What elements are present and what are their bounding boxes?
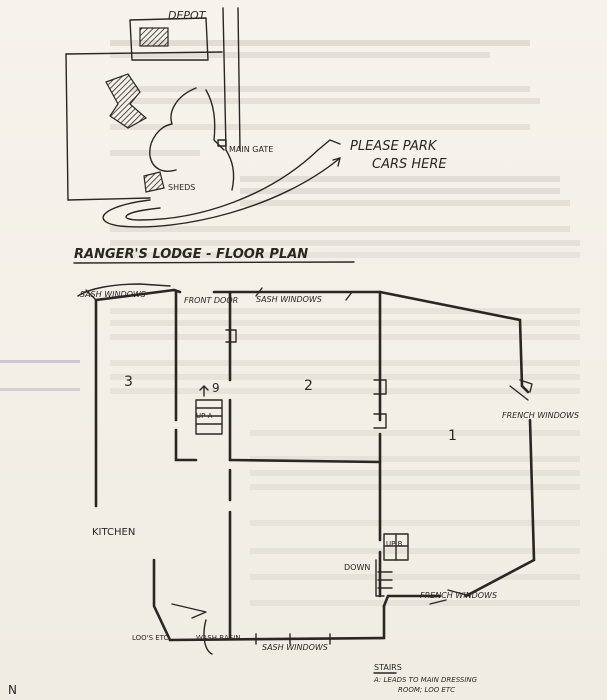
sash-windows-top-right-label: SASH WINDOWS xyxy=(256,295,322,304)
parking-arrowhead xyxy=(332,157,341,167)
parking-loop-inner xyxy=(125,149,319,221)
road-edge-left xyxy=(222,7,227,151)
front-door-label: FRONT DOOR xyxy=(184,296,238,305)
driveway-curve-inner xyxy=(205,89,225,151)
sash-windows-top-left-label: SASH WINDOWS xyxy=(80,290,146,299)
room-3-label: 3 xyxy=(124,374,133,390)
wall-east xyxy=(464,384,536,598)
bay-corner-mark xyxy=(519,379,533,393)
fireplace-1 xyxy=(373,379,387,395)
depot-outline xyxy=(129,17,209,61)
stair-a-label: UP A xyxy=(196,412,213,420)
sash-window-curve-left xyxy=(77,283,171,297)
depot-building xyxy=(139,27,169,47)
french-window-arrow-east xyxy=(509,385,529,401)
stairs-note-heading: STAIRS xyxy=(374,663,402,672)
loos-label: LOO'S ETC xyxy=(132,634,169,642)
interior-wall-5 xyxy=(228,458,382,464)
stair-b-outline xyxy=(383,533,409,561)
sash-window-ticks-bottom xyxy=(255,633,331,645)
stairs-note-line2: ROOM; LOO ETC xyxy=(398,686,455,694)
french-windows-right-label: FRENCH WINDOWS xyxy=(502,411,579,420)
fireplace-3 xyxy=(225,329,237,343)
sash-windows-bottom-label: SASH WINDOWS xyxy=(262,643,328,652)
parking-loop-outer xyxy=(102,157,341,228)
compound-boundary-bottom xyxy=(67,197,151,201)
wall-north-west xyxy=(94,288,176,302)
french-windows-bottom-label: FRENCH WINDOWS xyxy=(420,591,497,600)
lodge-building xyxy=(105,73,148,129)
down-stair-treads xyxy=(377,571,393,589)
floor-plan-title: RANGER'S LODGE - FLOOR PLAN xyxy=(74,247,308,262)
gate-road xyxy=(225,149,235,191)
down-label: DOWN xyxy=(344,563,370,572)
stair-b-detail xyxy=(383,533,409,561)
stair-a-treads xyxy=(195,407,223,425)
compound-boundary-left xyxy=(65,53,69,201)
compound-boundary-top xyxy=(65,51,223,55)
stair-a-outline xyxy=(195,399,223,435)
fireplace-2 xyxy=(373,413,387,429)
stair-a-arrow xyxy=(199,385,209,397)
floor-plan xyxy=(77,283,536,655)
room-9-label: 9 xyxy=(212,381,220,395)
down-stair-rail xyxy=(375,559,385,597)
depot-label: DEPOT xyxy=(168,9,207,22)
wash-basin-mark xyxy=(203,619,213,655)
wall-south-west xyxy=(152,558,172,642)
main-gate-label: MAIN GATE xyxy=(229,145,273,154)
sheds-label: SHEDS xyxy=(168,183,195,192)
room-2-label: 2 xyxy=(304,378,313,394)
driveway-curve xyxy=(149,87,197,172)
park-note-line2: CARS HERE xyxy=(372,157,447,172)
title-underline xyxy=(73,261,355,264)
loos-arrow xyxy=(171,603,207,619)
park-note-line1: PLEASE PARK xyxy=(350,139,438,154)
wall-south-east xyxy=(382,594,442,608)
sheds-building xyxy=(143,171,165,193)
stair-b-label: UP B xyxy=(386,540,403,548)
gate-post xyxy=(217,139,227,147)
site-plan: DEPOT MAIN GATE SHEDS PLEASE PARK CARS H… xyxy=(65,7,447,228)
room-1-label: 1 xyxy=(448,428,457,444)
bleed-through-texture xyxy=(0,40,580,606)
wall-north-east xyxy=(378,290,524,388)
parking-arrow-tail xyxy=(317,139,341,151)
stairs-note-line1: A: LEADS TO MAIN DRESSING xyxy=(373,676,478,684)
road-edge-right xyxy=(237,7,241,151)
interior-wall-2 xyxy=(174,428,198,462)
wall-north xyxy=(172,288,382,294)
wash-basin-label: WASH BASIN xyxy=(196,634,241,642)
kitchen-label: KITCHEN xyxy=(92,527,135,538)
sash-window-ticks-right xyxy=(255,287,353,301)
corner-mark: N xyxy=(8,683,17,697)
french-window-arrow-south xyxy=(429,589,471,605)
wall-south xyxy=(168,604,386,642)
